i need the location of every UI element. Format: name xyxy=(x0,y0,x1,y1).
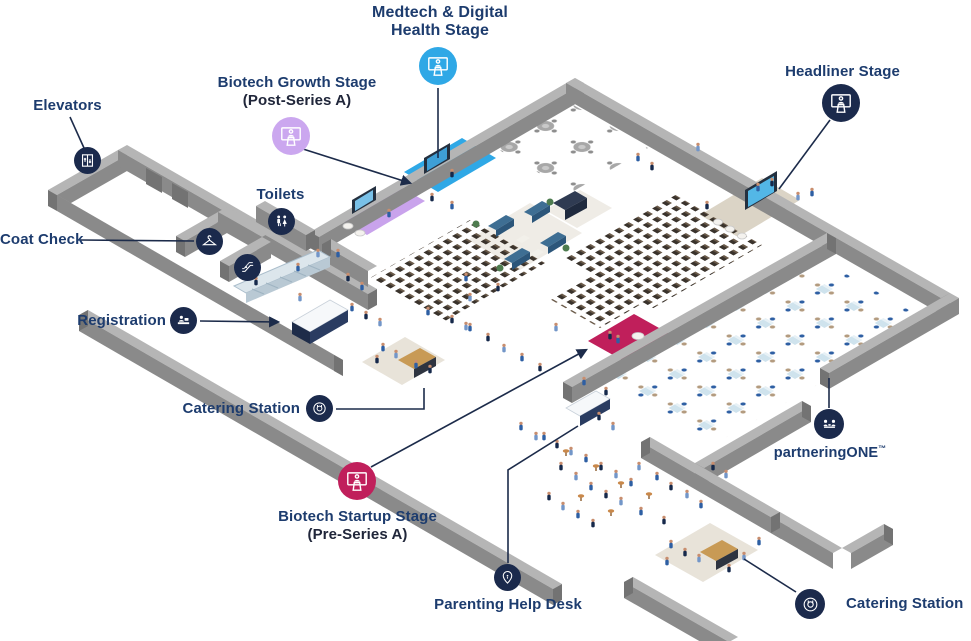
lounge-furniture xyxy=(472,198,570,272)
catering-icon-southeast xyxy=(795,589,825,619)
coat-hanger-icon xyxy=(196,228,223,255)
headliner-stage-props xyxy=(705,171,777,240)
coffee-cart xyxy=(553,191,587,220)
registration-desk-icon xyxy=(170,307,197,334)
medtech-stage-label: Medtech & Digital Health Stage xyxy=(340,4,540,40)
parenting-help-desk xyxy=(565,390,611,426)
registration-desk xyxy=(291,299,349,344)
elevator-icon xyxy=(74,147,101,174)
headliner-stage-label: Headliner Stage xyxy=(785,63,900,80)
growth-stage-label-line1: Biotech Growth Stage xyxy=(217,74,377,91)
elevator-doors xyxy=(146,168,162,193)
startup-stage-props xyxy=(608,330,645,344)
startup-stage-label-line2: (Pre-Series A) xyxy=(307,526,408,543)
partnering-tables-zone xyxy=(598,252,928,442)
growth-stage-label-line2: (Post-Series A) xyxy=(242,92,352,109)
medtech-stage-label-line1: Medtech & Digital xyxy=(372,4,508,21)
headliner-stage-podium-icon xyxy=(822,84,860,122)
medtech-stage-podium-icon xyxy=(419,47,457,85)
cocktail-tables xyxy=(562,448,653,517)
catering-station-southeast-label: Catering Station xyxy=(846,595,964,612)
registration-label: Registration xyxy=(77,312,166,329)
parenting-pin-icon xyxy=(494,564,521,591)
escalator-icon xyxy=(234,254,261,281)
startup-stage-label: Biotech Startup Stage (Pre-Series A) xyxy=(255,508,460,544)
growth-stage-podium-icon xyxy=(272,117,310,155)
trademark-symbol: ™ xyxy=(878,444,887,453)
growth-stage-props xyxy=(342,186,391,237)
medtech-stage-props xyxy=(424,143,454,178)
partneringone-label: partneringONE™ xyxy=(773,444,887,461)
catering-icon xyxy=(306,395,333,422)
elevators-label: Elevators xyxy=(33,97,102,114)
elevator-doors xyxy=(172,183,188,208)
coat-check-label: Coat Check xyxy=(0,231,84,248)
startup-stage-podium-icon xyxy=(338,462,376,500)
escalator xyxy=(232,249,332,303)
seating-blocks xyxy=(370,193,762,328)
toilets-label: Toilets xyxy=(256,186,305,203)
medtech-stage-label-line2: Health Stage xyxy=(390,22,490,39)
catering-truck-southeast xyxy=(700,540,738,570)
parenting-help-desk-label: Parenting Help Desk xyxy=(434,596,582,613)
toilets-icon xyxy=(268,208,295,235)
leader-lines xyxy=(69,88,831,593)
catering-truck-west xyxy=(398,348,436,378)
partnering-meeting-icon xyxy=(814,409,844,439)
growth-stage-label: Biotech Growth Stage (Post-Series A) xyxy=(192,74,402,110)
catering-station-west-label: Catering Station xyxy=(182,400,300,417)
startup-stage-label-line1: Biotech Startup Stage xyxy=(278,508,437,525)
